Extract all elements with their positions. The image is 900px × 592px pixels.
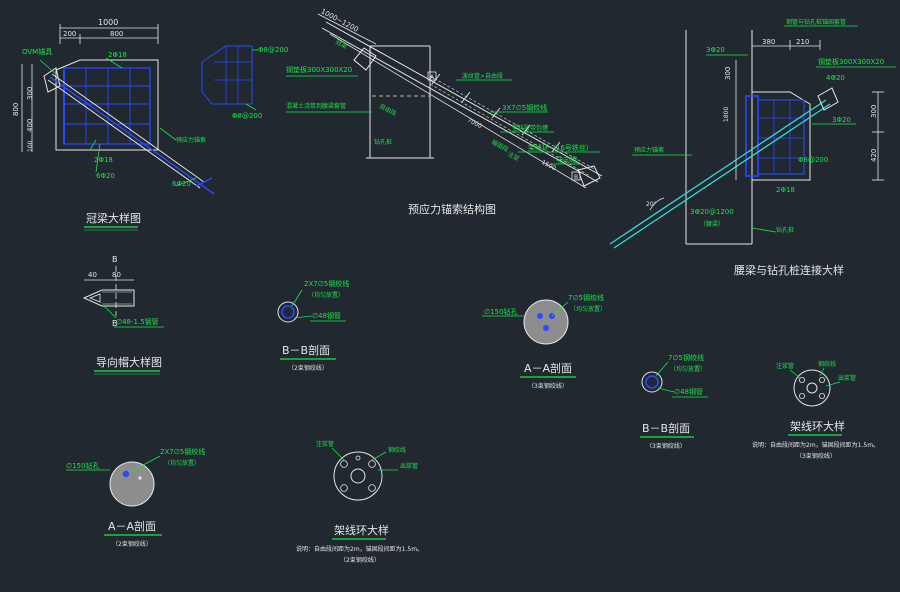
bb-top-title: B－B剖面	[282, 343, 330, 357]
waist-beam-detail: 380 210 300 420 300 1800 3Φ20 钢管与钻孔桩锚固套管…	[609, 18, 896, 277]
crown-beam-title: 冠梁大样图	[86, 211, 141, 225]
aa-top-hole: ∅150钻孔	[484, 307, 517, 316]
waist-angle: 20°	[646, 201, 657, 208]
bb-right-title: B－B剖面	[642, 421, 690, 435]
guide-cap-title: 导向帽大样图	[96, 355, 162, 369]
crown-dim-h1: 800	[12, 103, 20, 116]
crown-label-anchor: 预应力锚索	[176, 136, 206, 144]
waist-label-bar-top: 3Φ20	[706, 46, 725, 54]
crown-detail-b: Φ8@200	[232, 112, 262, 120]
waist-beam-title: 腰梁与钻孔桩连接大样	[734, 263, 844, 277]
ring-right-grout: 注浆管	[776, 362, 794, 370]
ring-bottom-note2: （2束钢绞线）	[340, 556, 380, 564]
anchor-label-plate: 钢垫板300X300X20	[286, 65, 352, 74]
ring-bottom-strand: 钢绞线	[388, 446, 406, 454]
ring-right-title: 架线环大样	[790, 419, 845, 433]
anchor-seg2: 1500	[540, 159, 557, 172]
waist-label-pile: 3Φ20@1200	[690, 208, 734, 216]
aa-top-strand: 7∅5钢绞线	[568, 293, 604, 302]
anchor-seg1: 7000	[466, 117, 483, 130]
anchor-label-pipe: 波纹管>自由段	[462, 72, 503, 80]
crown-beam-detail: 1000 200 800 800 300 400 100 OVM锚具	[12, 18, 288, 231]
bb-right-note: （3束钢绞线）	[646, 442, 686, 450]
crown-detail-a: Φ8@200	[258, 46, 288, 54]
guide-dim-b: 80	[112, 271, 121, 279]
anchor-section-b: B	[574, 174, 578, 181]
crown-label-top-bar: 2Φ18	[108, 51, 127, 59]
crown-dim-h2: 300	[26, 87, 34, 100]
crown-label-ovm: OVM锚具	[22, 47, 52, 56]
ring-right-out: 出浆管	[838, 374, 856, 382]
guide-label-b2: B	[112, 319, 118, 328]
aa-top-even: （均匀放置）	[570, 305, 606, 313]
anchor-label-grout: 混凝土浇筑到腰梁套管	[286, 102, 346, 110]
crown-label-side: 6Φ20	[96, 172, 115, 180]
anchor-label-cap: 导向帽	[556, 155, 577, 164]
crown-label-bot-bar: 2Φ18	[94, 156, 113, 164]
guide-label-pipe: ∅48-1.5钢管	[116, 317, 159, 326]
aa-section-bottom: ∅150钻孔 2X7∅5钢绞线 （均匀放置） A－A剖面 （2束钢绞线）	[66, 447, 205, 548]
bb-section-top: 2X7∅5钢绞线 （均匀放置） ∅48钢管 B－B剖面 （2束钢绞线）	[277, 279, 349, 372]
waist-label-stirrup: Φ8@200	[798, 156, 828, 164]
ring-right-strand: 钢绞线	[818, 360, 836, 368]
waist-dim-v: 1800	[723, 107, 730, 122]
anchor-label-strand: 3X7∅5钢绞线	[502, 103, 547, 112]
ring-bottom-grout: 注浆管	[316, 440, 334, 448]
guide-label-b: B	[112, 255, 118, 264]
crown-dim-h3: 400	[26, 119, 34, 132]
bb-right-pipe: ∅48钢管	[674, 387, 703, 396]
crown-dim-total: 1000	[98, 18, 118, 27]
waist-label-pipe: 钢管与钻孔桩锚固套管	[786, 18, 846, 26]
ring-detail-bottom: 注浆管 钢绞线 出浆管 架线环大样 说明：自由段间距为2m，锚固段间距为1.5m…	[296, 440, 423, 564]
bb-top-pipe: ∅48钢管	[312, 311, 341, 320]
ring-right-note1: 说明：自由段间距为2m，锚固段间距为1.5m。	[752, 441, 879, 449]
aa-bottom-strand: 2X7∅5钢绞线	[160, 447, 205, 456]
anchor-label-wrap: 塑料胶带包缠	[512, 124, 548, 132]
aa-section-top: ∅150钻孔 7∅5钢绞线 （均匀放置） A－A剖面 （3束钢绞线）	[482, 293, 606, 390]
ring-bottom-title: 架线环大样	[334, 523, 389, 537]
waist-dim-r1: 300	[870, 105, 878, 118]
bb-top-strand: 2X7∅5钢绞线	[304, 279, 349, 288]
bb-top-note: （2束钢绞线）	[288, 364, 328, 372]
waist-label-hole: 钻孔桩	[776, 226, 794, 234]
anchor-structure-title: 预应力锚索结构图	[408, 202, 496, 216]
guide-cap-detail: B 40 80 B ∅48-1.5钢管 导向帽大样图	[82, 255, 164, 375]
aa-bottom-hole: ∅150钻孔	[66, 461, 99, 470]
waist-dim-top2: 210	[796, 38, 809, 46]
anchor-structure: A B 1000~1200 冠梁 钢垫板300X300X20 混凝土浇筑到腰梁套…	[286, 7, 603, 216]
waist-dim-top1: 380	[762, 38, 775, 46]
bb-section-right: 7∅5钢绞线 （均匀放置） ∅48钢管 B－B剖面 （3束钢绞线）	[640, 353, 708, 450]
crown-label-stirrup: 6Φ20	[172, 180, 191, 188]
waist-label-bar-low: 2Φ18	[776, 186, 795, 194]
aa-bottom-note: （2束钢绞线）	[112, 540, 152, 548]
waist-dim-r2: 420	[870, 149, 878, 162]
waist-label-bar-mid: 4Φ20	[826, 74, 845, 82]
anchor-section-a: A	[430, 74, 435, 81]
aa-bottom-even: （均匀放置）	[164, 459, 200, 467]
bb-right-strand: 7∅5钢绞线	[668, 353, 704, 362]
crown-dim-h4: 100	[27, 140, 34, 152]
aa-top-note: （3束钢绞线）	[528, 382, 568, 390]
bb-top-even: （均匀放置）	[308, 291, 344, 299]
aa-top-title: A－A剖面	[524, 361, 572, 375]
anchor-label-ring: 架线环（16号铁丝）	[528, 143, 593, 152]
waist-label-bar-right: 3Φ20	[832, 116, 851, 124]
waist-label-plate: 钢垫板300X300X20	[818, 57, 884, 66]
aa-bottom-title: A－A剖面	[108, 519, 156, 533]
ring-bottom-note1: 说明：自由段间距为2m，锚固段间距为1.5m。	[296, 545, 423, 553]
anchor-label-beam: 冠梁	[334, 38, 348, 51]
anchor-label-free: 自由段	[378, 102, 398, 118]
ring-bottom-out: 出浆管	[400, 462, 418, 470]
crown-dim-a: 200	[63, 30, 76, 38]
ring-detail-right: 注浆管 钢绞线 出浆管 架线环大样 说明：自由段间距为2m，锚固段间距为1.5m…	[752, 360, 879, 460]
crown-dim-b: 800	[110, 30, 123, 38]
anchor-label-pile: 钻孔桩	[374, 138, 392, 146]
waist-label-anchor: 预应力锚索	[634, 146, 664, 154]
waist-dim-l: 300	[724, 67, 732, 80]
guide-dim-a: 40	[88, 271, 97, 279]
waist-label-pile2: （腰梁）	[700, 220, 724, 228]
ring-right-note2: （3束钢绞线）	[796, 452, 836, 460]
bb-right-even: （均匀放置）	[670, 365, 706, 373]
